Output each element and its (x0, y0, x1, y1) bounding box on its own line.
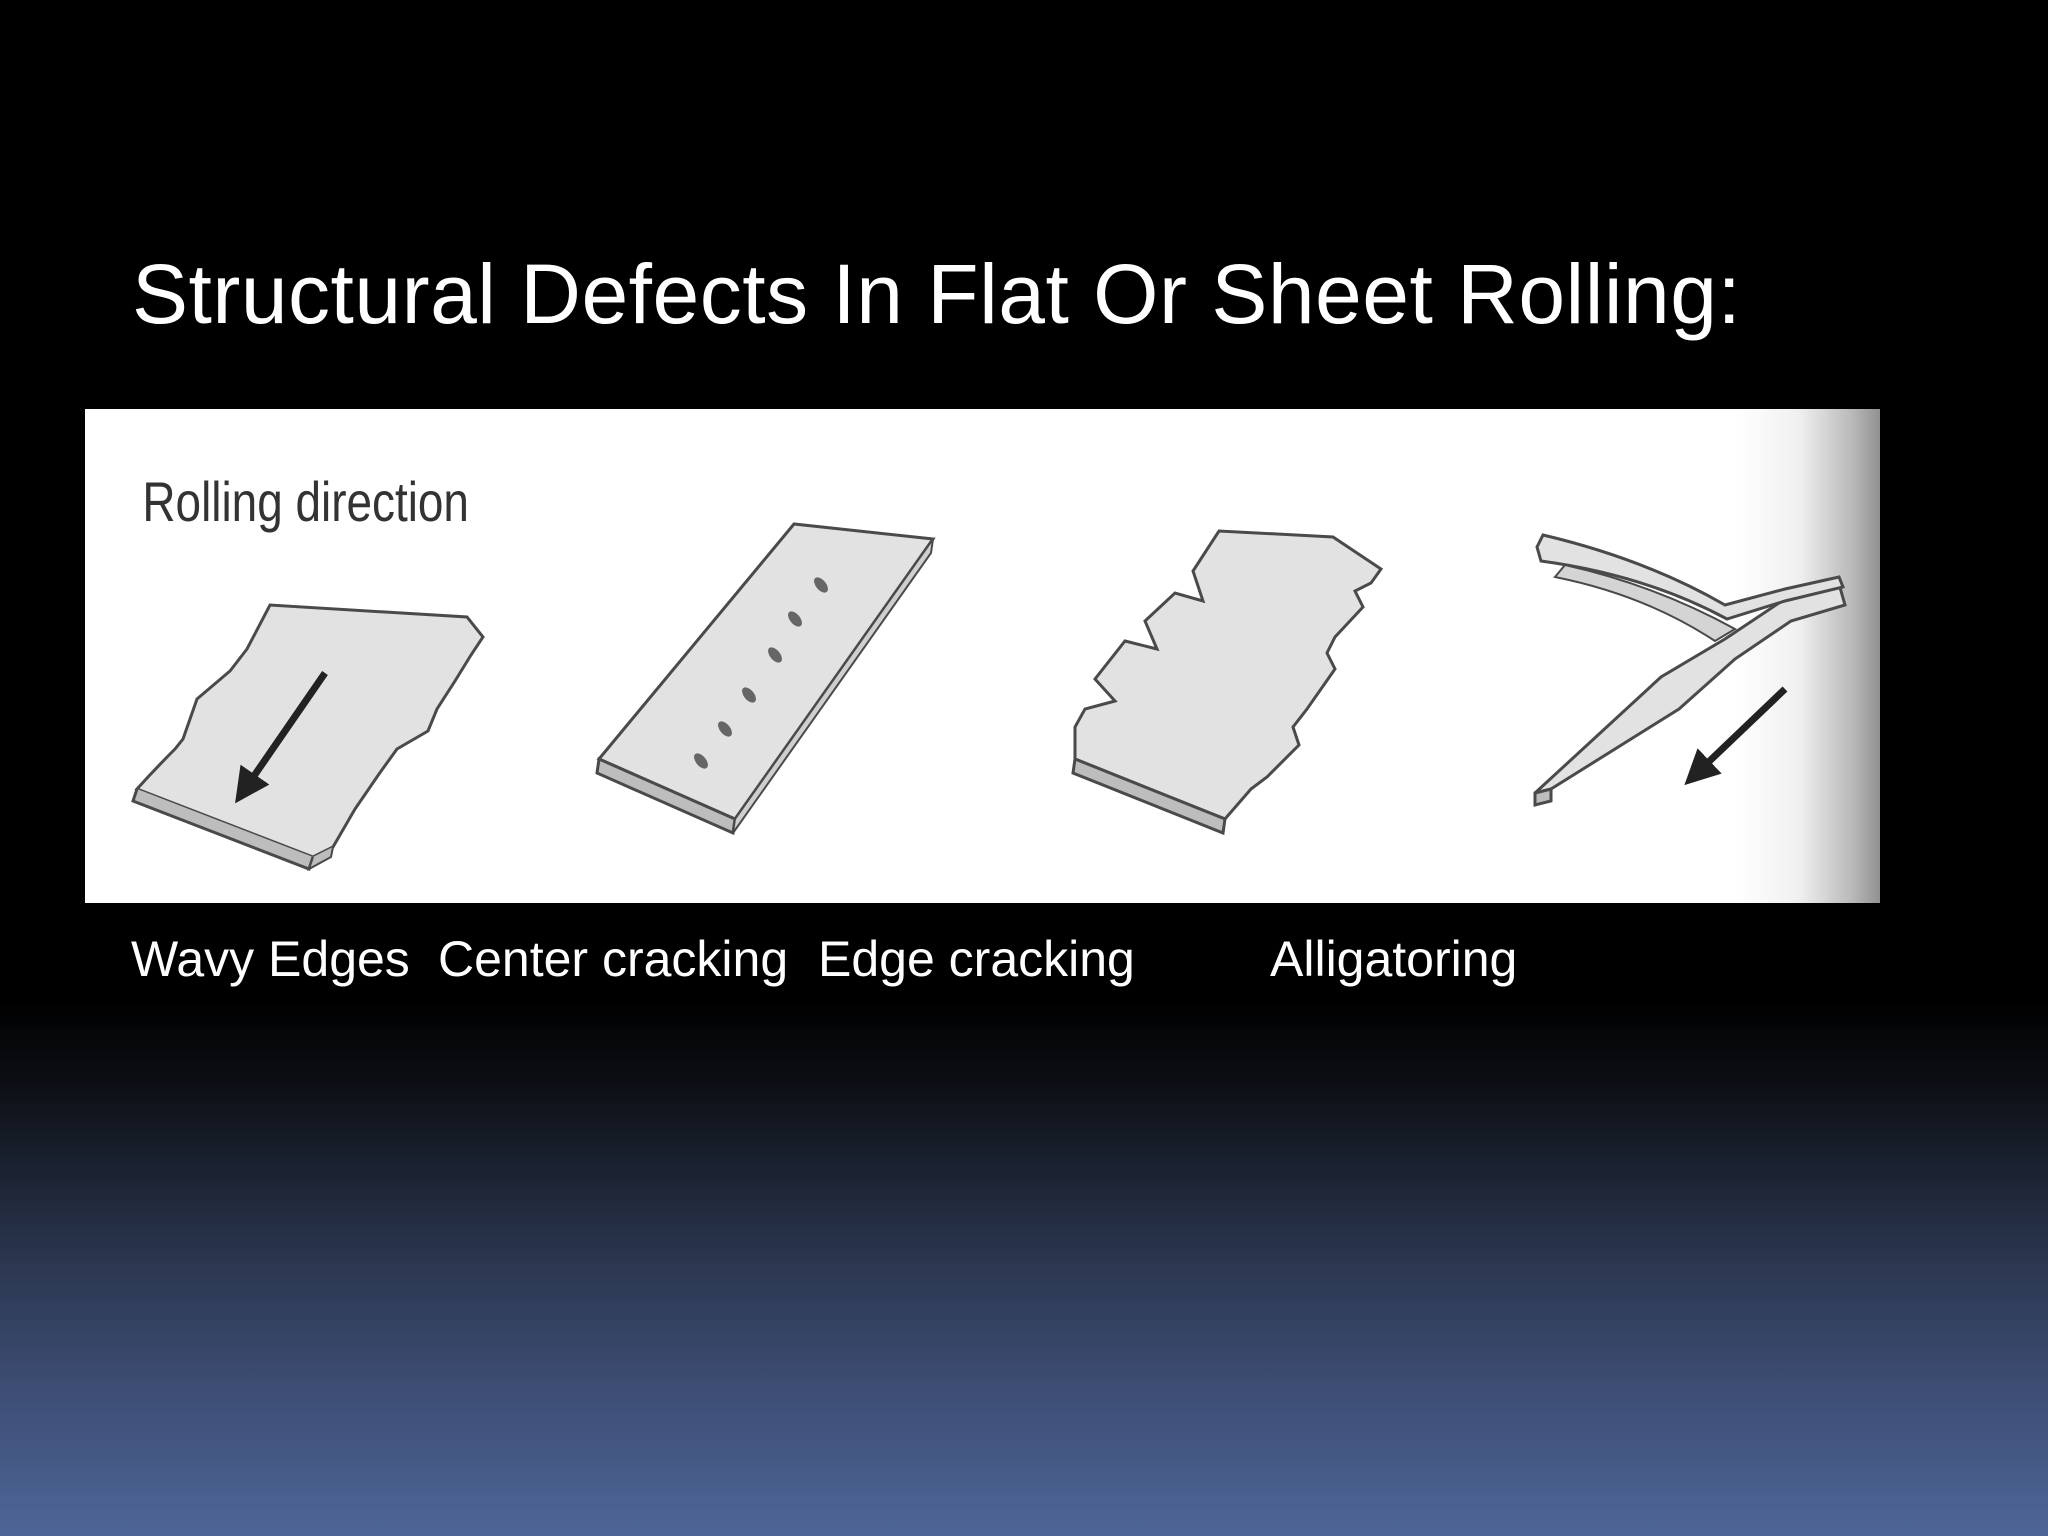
center-cracking-plate-icon (595, 522, 936, 836)
caption-alligatoring: Alligatoring (1270, 931, 1518, 987)
slide-title: Structural Defects In Flat Or Sheet Roll… (132, 247, 1742, 341)
alligatoring-plate-icon (1533, 533, 1847, 807)
caption-wavy-edges: Wavy Edges (131, 931, 410, 987)
edge-cracking-plate-icon (1071, 529, 1384, 836)
wavy-edges-plate-icon (131, 603, 485, 872)
rolling-direction-label: Rolling direction (142, 471, 469, 533)
caption-edge-cracking: Edge cracking (818, 931, 1135, 987)
rolling-defects-illustration: Rolling direction (131, 471, 1847, 872)
rolling-defects-figure: Rolling direction (85, 409, 1880, 903)
caption-center-cracking: Center cracking (438, 931, 789, 987)
